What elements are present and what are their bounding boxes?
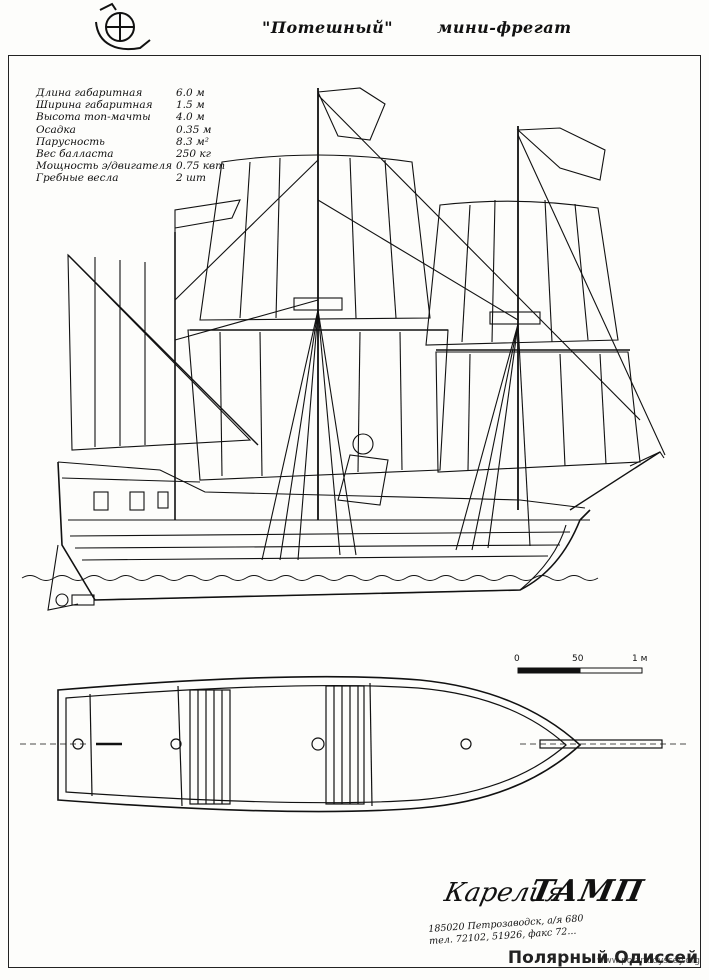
scale-bar — [517, 667, 643, 674]
brand-logo: Карелия ТАМП — [442, 868, 665, 918]
title-name: "Потешный" — [262, 18, 394, 37]
spec-value: 6.0 м — [176, 87, 205, 99]
watermark-url: www.polar-odyssey.org — [596, 956, 700, 966]
spec-label: Вес балласта — [36, 148, 114, 161]
scale-tick-0: 0 — [514, 654, 520, 664]
spec-label: Высота топ-мачты — [36, 111, 151, 124]
scale-labels: 0 50 1 м — [512, 654, 652, 684]
brand-bold: ТАМП — [527, 874, 648, 909]
spec-label: Длина габаритная — [36, 87, 143, 99]
spec-row: Ширина габаритная 1.5 м — [36, 99, 236, 111]
spec-label: Ширина габаритная — [36, 99, 153, 112]
scale-tick-50: 50 — [572, 654, 584, 664]
scale-tick-1m: 1 м — [632, 654, 648, 664]
spec-row: Осадка 0.35 м — [36, 124, 236, 136]
watermark: www.polar-odyssey.org Полярный Одиссей — [428, 948, 704, 978]
top-view — [20, 675, 690, 813]
spec-value: 2 шт — [176, 172, 206, 185]
spec-label: Гребные весла — [36, 172, 119, 185]
spec-row: Вес балласта 250 кг — [36, 148, 236, 160]
spec-row: Гребные весла 2 шт — [36, 172, 236, 184]
page-title: "Потешный" мини-фрегат — [262, 18, 572, 37]
watermark-title: Полярный Одиссей — [507, 948, 698, 968]
spec-label: Мощность э/двигателя — [36, 160, 173, 173]
drawing-frame — [8, 55, 701, 968]
logo-emblem — [95, 2, 151, 50]
spec-value: 250 кг — [176, 148, 211, 161]
spec-value: 0.35 м — [176, 123, 212, 136]
spec-label: Парусность — [36, 135, 105, 148]
spec-row: Длина габаритная 6.0 м — [36, 87, 236, 99]
spec-value: 0.75 квт — [176, 160, 226, 173]
spec-row: Парусность 8.3 м² — [36, 136, 236, 148]
title-subtitle: мини-фрегат — [437, 18, 572, 37]
spec-label: Осадка — [36, 123, 76, 136]
spec-row: Высота топ-мачты 4.0 м — [36, 111, 236, 123]
spec-value: 8.3 м² — [176, 135, 209, 148]
side-view — [21, 87, 666, 611]
spec-table: Длина габаритная 6.0 м Ширина габаритная 1… — [36, 87, 236, 185]
spec-value: 4.0 м — [176, 111, 205, 124]
spec-value: 1.5 м — [176, 99, 205, 112]
